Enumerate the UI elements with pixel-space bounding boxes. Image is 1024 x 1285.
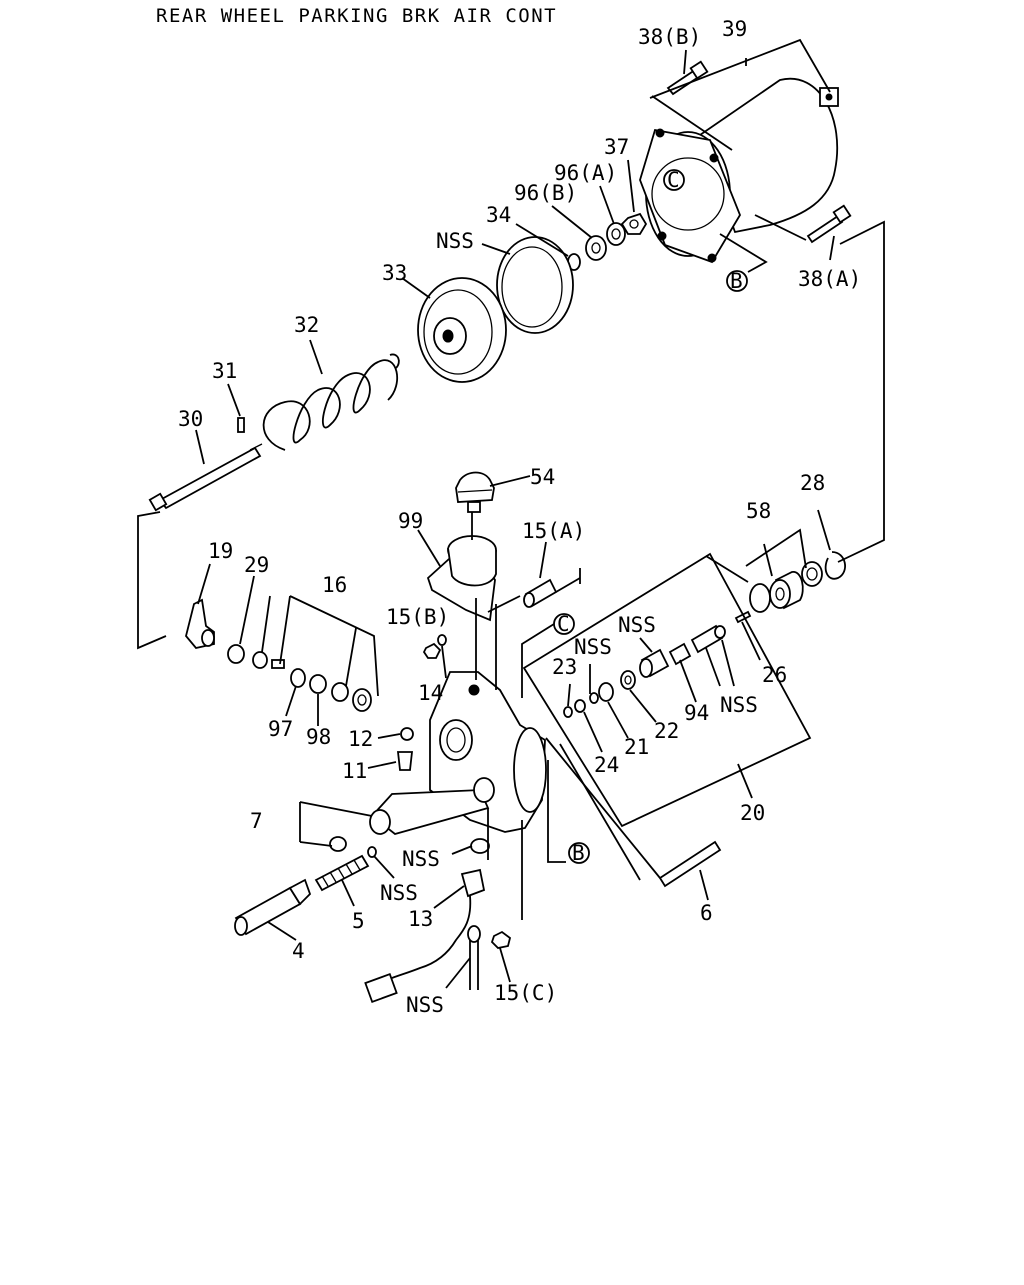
callout-54: 54 [530,465,555,489]
circle-ref-c-upper: C [663,168,685,192]
callout-31: 31 [212,359,237,383]
nss-diaphragm [496,236,574,334]
circle-ref-c-lower: C [553,612,575,636]
part-96a-washer [606,222,626,246]
nss-ball [589,692,599,704]
part-15c-nut [490,930,512,949]
callout-32: 32 [294,313,319,337]
svg-text:B: B [730,269,743,293]
callout-34: 34 [486,203,511,227]
callout-4: 4 [292,939,305,963]
callout-nss-piston: NSS [618,613,656,637]
part-14-washer [437,634,447,646]
callout-26: 26 [762,663,787,687]
callout-13: 13 [408,907,433,931]
callout-30: 30 [178,407,203,431]
callout-11: 11 [342,759,367,783]
part-32-spring [262,353,400,451]
svg-text:C: C [667,168,680,192]
part-21-seat [598,682,614,702]
valve-body [369,671,547,835]
nss-clip [467,925,481,990]
nss-piston [639,648,670,678]
callout-16: 16 [322,573,347,597]
part-4-switch-housing [234,878,312,936]
part-28-snap-ring [824,551,846,580]
callout-96b: 96(B) [514,181,577,205]
callout-labels: 38(B) 39 37 96(A) 96(B) 34 NSS 33 38(A) … [178,17,861,1017]
callout-nss-ring: NSS [402,847,440,871]
circle-ref-b-lower: B [568,841,590,865]
circle-ref-b-upper: B [726,269,748,293]
callout-nss-clip: NSS [406,993,444,1017]
part-15b-nut [422,642,442,659]
callout-nss-stem: NSS [720,693,758,717]
part-99-bracket [426,535,497,622]
callout-98: 98 [306,725,331,749]
callout-29: 29 [244,553,269,577]
part-26-pin [734,610,752,624]
callout-58: 58 [746,499,771,523]
callout-12: 12 [348,727,373,751]
part-5-spring [314,846,377,892]
part-16-seal-set [252,651,372,712]
callout-38b: 38(B) [638,25,701,49]
callout-5: 5 [352,909,365,933]
callout-39: 39 [722,17,747,41]
nss-o-ring-lower [470,838,490,854]
part-7-plug [329,836,347,852]
callout-38a: 38(A) [798,267,861,291]
callout-21: 21 [624,735,649,759]
callout-22: 22 [654,719,679,743]
callout-37: 37 [604,135,629,159]
callout-94: 94 [684,701,709,725]
callout-96a: 96(A) [554,161,617,185]
svg-text:B: B [572,841,585,865]
diagram-title: REAR WHEEL PARKING BRK AIR CONT [156,5,557,27]
part-15a-spacer [523,578,558,608]
part-33-piston [417,277,507,383]
leader-lines [137,38,885,989]
callout-15b: 15(B) [386,605,449,629]
part-6-stud [658,840,722,888]
callout-28: 28 [800,471,825,495]
svg-text:C: C [557,612,570,636]
callout-nss-left: NSS [380,881,418,905]
part-11-fitting [396,751,414,771]
part-54-cap [455,471,495,513]
callout-nss-diaphragm: NSS [436,229,474,253]
part-23-ring [563,706,573,718]
part-12-plug [400,727,414,741]
callout-6: 6 [700,901,713,925]
part-94-spring [668,642,692,666]
part-29-o-ring [227,644,245,664]
part-39-chamber-housing [639,77,839,264]
part-30-push-rod [148,443,263,512]
callout-nss-ball: NSS [574,635,612,659]
part-22-ring [620,670,636,690]
part-13-sensor [364,868,486,1003]
part-96b-washer [585,235,607,261]
part-24-spring [574,699,586,713]
nss-valve-stem [690,624,726,654]
callout-97: 97 [268,717,293,741]
callout-15a: 15(A) [522,519,585,543]
callout-33: 33 [382,261,407,285]
callout-14: 14 [418,681,443,705]
callout-24: 24 [594,753,619,777]
part-37-nut [620,212,648,235]
part-31-pin [237,417,245,433]
callout-7: 7 [250,809,263,833]
callout-99: 99 [398,509,423,533]
callout-23: 23 [552,655,577,679]
part-19-elbow-fitting [185,598,215,649]
part-38a-bolt [806,204,852,244]
callout-20: 20 [740,801,765,825]
callout-15c: 15(C) [494,981,557,1005]
part-58-bushing [749,561,823,613]
callout-19: 19 [208,539,233,563]
